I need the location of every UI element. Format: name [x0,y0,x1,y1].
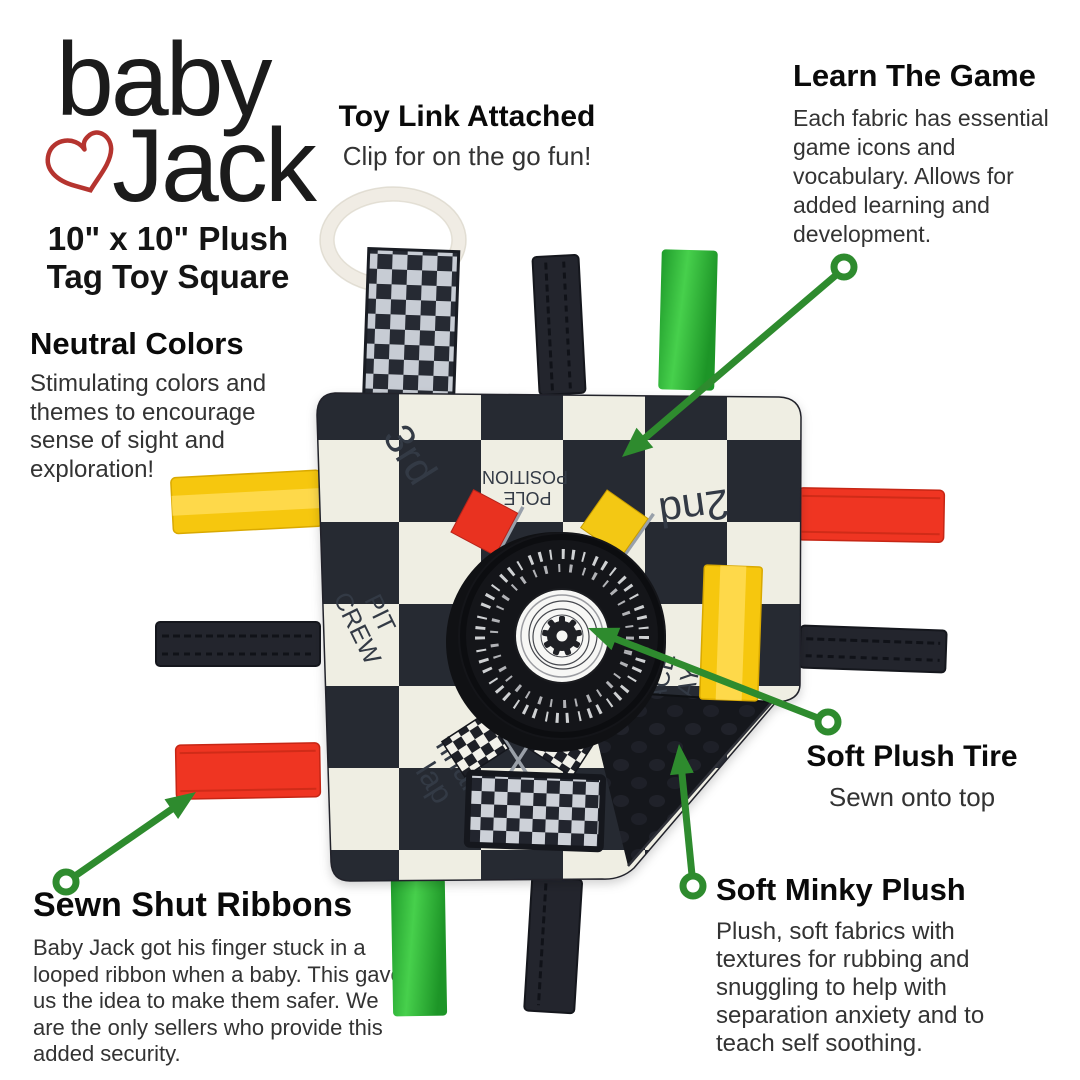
ribbon-tab-black-top [531,254,587,396]
fabric-label-position: POSITION [482,467,568,487]
ribbon-tab-black-bottom [523,875,583,1015]
callout-neutral-colors-title: Neutral Colors [30,326,244,361]
callout-learn-game-body: Each fabric has essential game icons and… [793,105,1049,247]
fabric-label-2nd: 2nd [656,480,732,536]
plush-tire [446,532,666,752]
ribbon-tab-green-top [658,249,718,391]
callout-soft-minky-plush: Soft Minky Plush Plush, soft fabrics wit… [716,872,1064,1058]
ribbon-tab-green-bottom [390,877,448,1017]
heart-icon [45,130,114,193]
arrow-plush-tire [588,627,842,736]
ribbon-tab-red-right [796,487,946,543]
callout-soft-minky-plush-body: Plush, soft fabrics with textures for ru… [716,918,985,1057]
callout-neutral-colors: Neutral Colors Stimulating colors and th… [30,326,306,484]
callout-soft-plush-tire-title: Soft Plush Tire [806,740,1018,773]
brand-word-jack: Jack [112,108,317,224]
arrow-minky-plush [670,744,707,900]
fabric-label-pole: POLE [503,488,551,508]
product-size: 10" x 10" Plush [47,220,289,257]
fabric-label-pole-position: POLE POSITION [482,467,568,508]
ribbon-tab-black-left [155,621,321,667]
ribbon-tab-black-right [798,624,948,674]
callout-neutral-colors-body: Stimulating colors and themes to encoura… [30,370,267,483]
woven-checkered-strip [463,769,607,853]
ribbon-tab-yellow-right [699,564,763,702]
callout-sewn-shut-ribbons: Sewn Shut Ribbons Baby Jack got his fing… [33,886,457,1068]
ribbon-tab-yellow-left [170,469,324,535]
callout-soft-plush-tire-body: Sewn onto top [828,782,996,812]
callout-toy-link: Toy Link Attached Clip for on the go fun… [306,100,628,172]
callout-toy-link-body: Clip for on the go fun! [342,141,592,171]
callout-toy-link-title: Toy Link Attached [338,100,596,133]
arrow-learn-game [622,253,858,457]
tire-hub-gear-icon [542,616,582,656]
ribbon-tab-red-left [174,742,322,800]
callout-learn-game: Learn The Game Each fabric has essential… [793,58,1080,249]
callout-soft-minky-plush-title: Soft Minky Plush [716,872,966,907]
callout-soft-plush-tire: Soft Plush Tire Sewn onto top [780,740,1044,813]
callout-sewn-shut-ribbons-body: Baby Jack got his finger stuck in a loop… [33,935,403,1066]
callout-learn-game-title: Learn The Game [793,58,1036,93]
product-type: Tag Toy Square [46,258,290,295]
callout-sewn-shut-ribbons-title: Sewn Shut Ribbons [33,886,353,924]
brand-word-baby: baby [56,22,273,138]
arrow-sewn-ribbons [52,792,196,896]
ring-strap [361,246,461,406]
